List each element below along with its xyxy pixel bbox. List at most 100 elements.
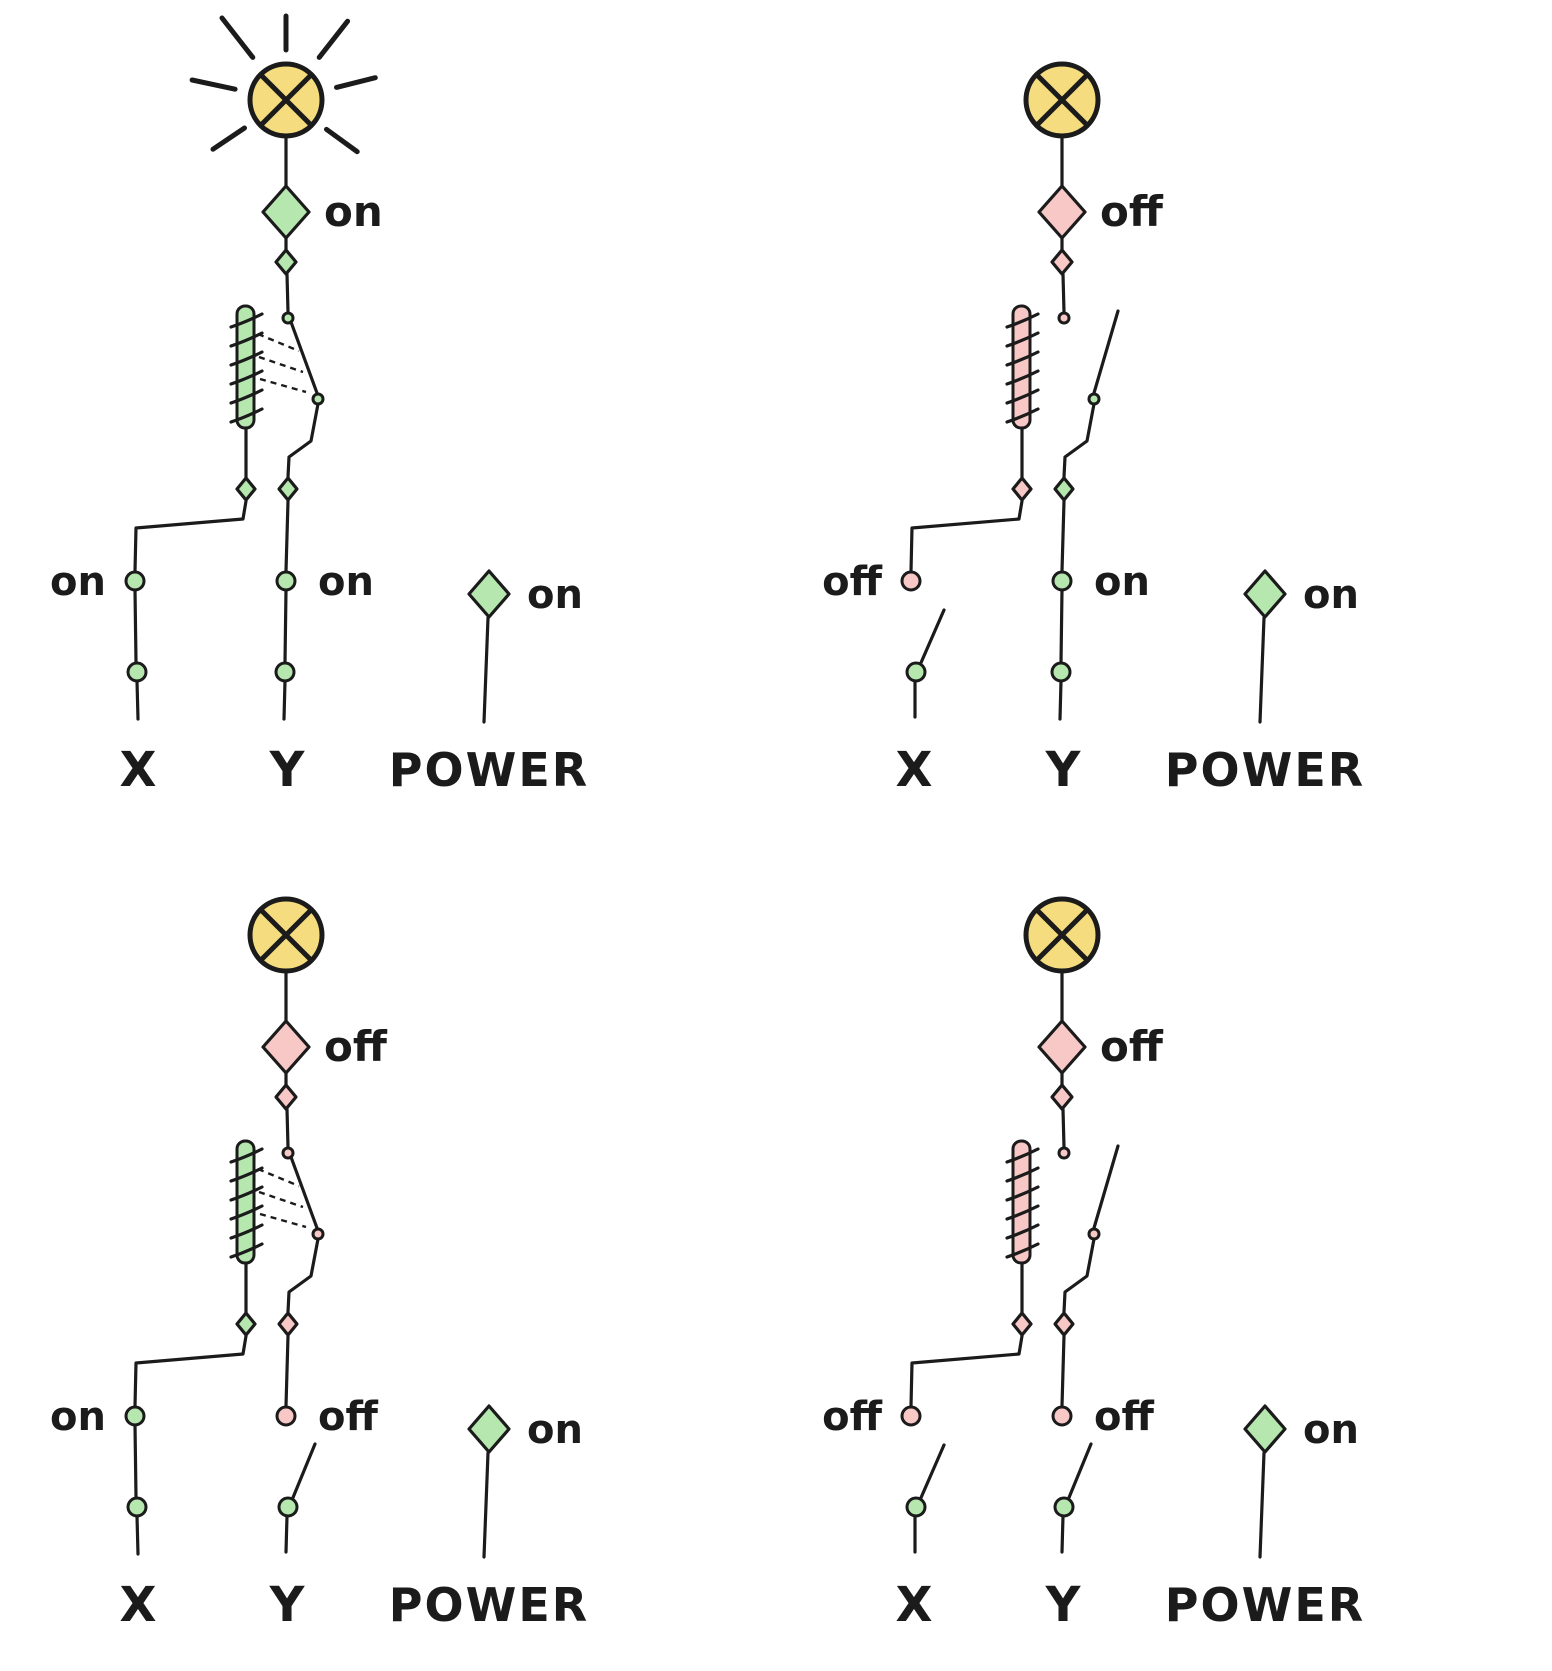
lamp-icon (1023, 61, 1101, 139)
y-lower-terminal (1053, 1496, 1075, 1518)
coil-winding (1005, 1204, 1040, 1221)
wire-pivot-to-y (1062, 1237, 1096, 1314)
coil-winding (1005, 369, 1040, 386)
x-terminal-label: X (119, 742, 156, 798)
y-terminal-label: Y (1045, 1577, 1082, 1633)
lamp-icon (1023, 896, 1101, 974)
x-lower-terminal (126, 1496, 148, 1518)
power-state-label: on (527, 572, 583, 618)
output-indicator-diamond (261, 184, 311, 240)
power-terminal-label: POWER (389, 743, 589, 797)
magnetic-attraction-dashes (257, 1167, 300, 1188)
power-wire (482, 616, 490, 724)
y-state-label: off (318, 1394, 378, 1440)
power-terminal-label: POWER (1165, 1578, 1365, 1632)
lamp-icon (247, 61, 325, 139)
magnetic-attraction-dashes (259, 1212, 307, 1229)
switch-arm-open (1092, 1144, 1120, 1230)
wire-to-contact (1061, 1107, 1066, 1149)
y-upper-terminal (275, 1405, 297, 1427)
wire-to-contact (285, 272, 290, 314)
y-terminal-label: Y (1045, 742, 1082, 798)
coil-winding (1005, 1185, 1040, 1202)
lamp-ray (334, 75, 378, 90)
x-terminal-label: X (119, 1577, 156, 1633)
y-upper-terminal (1051, 1405, 1073, 1427)
wire-to-contact (1061, 272, 1066, 314)
y-switch-open-arm (1066, 1442, 1093, 1502)
switch-arm-closed (289, 320, 319, 395)
wire-y-upper (1060, 499, 1066, 573)
power-state-label: on (1303, 1407, 1359, 1453)
wire-pivot-to-y (286, 1237, 320, 1314)
x-upper-terminal (124, 570, 146, 592)
x-upper-terminal (900, 1405, 922, 1427)
coil-winding (229, 388, 264, 405)
output-state-label: off (324, 1022, 388, 1071)
y-state-label: off (1094, 1394, 1154, 1440)
wire-y-upper (1060, 1334, 1066, 1408)
coil-winding (229, 1204, 264, 1221)
coil-winding (229, 1147, 264, 1164)
output-state-label: on (324, 187, 383, 236)
coil-winding (229, 369, 264, 386)
x-upper-terminal (124, 1405, 146, 1427)
coil-winding (229, 1185, 264, 1202)
x-branch-diamond (235, 476, 257, 502)
coil-winding (229, 312, 264, 329)
magnetic-attraction-dashes (258, 1190, 304, 1209)
magnetic-attraction-dashes (257, 332, 300, 353)
x-terminal-label: X (895, 742, 932, 798)
y-upper-terminal (275, 570, 297, 592)
coil-winding (1005, 312, 1040, 329)
x-switch-closed (133, 1423, 138, 1499)
output-state-label: off (1100, 1022, 1164, 1071)
relay-coil (1005, 304, 1040, 430)
x-branch-diamond (1011, 476, 1033, 502)
output-indicator-diamond (1037, 184, 1087, 240)
y-lower-terminal (274, 661, 296, 683)
lamp-ray (316, 18, 351, 60)
y-switch-open-arm (290, 1442, 317, 1502)
y-branch-diamond (277, 1311, 299, 1337)
switch-arm-closed (289, 1155, 319, 1230)
power-indicator-diamond (467, 569, 511, 619)
x-terminal-label: X (895, 1577, 932, 1633)
lamp-ray (219, 15, 256, 60)
output-state-label: off (1100, 187, 1164, 236)
power-indicator-diamond (1243, 569, 1287, 619)
x-state-label: off (822, 1394, 882, 1440)
y-switch-closed (283, 588, 288, 664)
coil-winding (1005, 1242, 1040, 1259)
y-branch-diamond (1053, 1311, 1075, 1337)
power-wire (1258, 1451, 1266, 1559)
x-switch-closed (133, 588, 138, 664)
y-upper-terminal (1051, 570, 1073, 592)
wire-x-upper (133, 1334, 248, 1408)
x-lower-terminal (126, 661, 148, 683)
wire-x-upper (909, 499, 1024, 573)
lamp-icon (247, 896, 325, 974)
x-state-label: on (50, 1394, 106, 1440)
coil-winding (1005, 350, 1040, 367)
lamp-rays (189, 13, 378, 155)
wire-y-stub (1060, 1514, 1065, 1554)
relay-coil (229, 1139, 264, 1265)
power-wire (1258, 616, 1266, 724)
magnetic-attraction-dashes (259, 377, 307, 394)
wire-to-contact (285, 1107, 290, 1149)
coil-winding (229, 1242, 264, 1259)
wire-pivot-to-y (286, 402, 320, 479)
output-small-diamond (274, 248, 298, 276)
x-switch-open-arm (918, 608, 946, 667)
circuit-diagram: off off off onX Y POWER (822, 896, 1365, 1633)
x-lower-terminal (905, 1496, 927, 1518)
wire-y-upper (284, 1334, 290, 1408)
y-switch-closed (1059, 588, 1064, 664)
x-state-label: off (822, 559, 882, 605)
coil-winding (1005, 1166, 1040, 1183)
